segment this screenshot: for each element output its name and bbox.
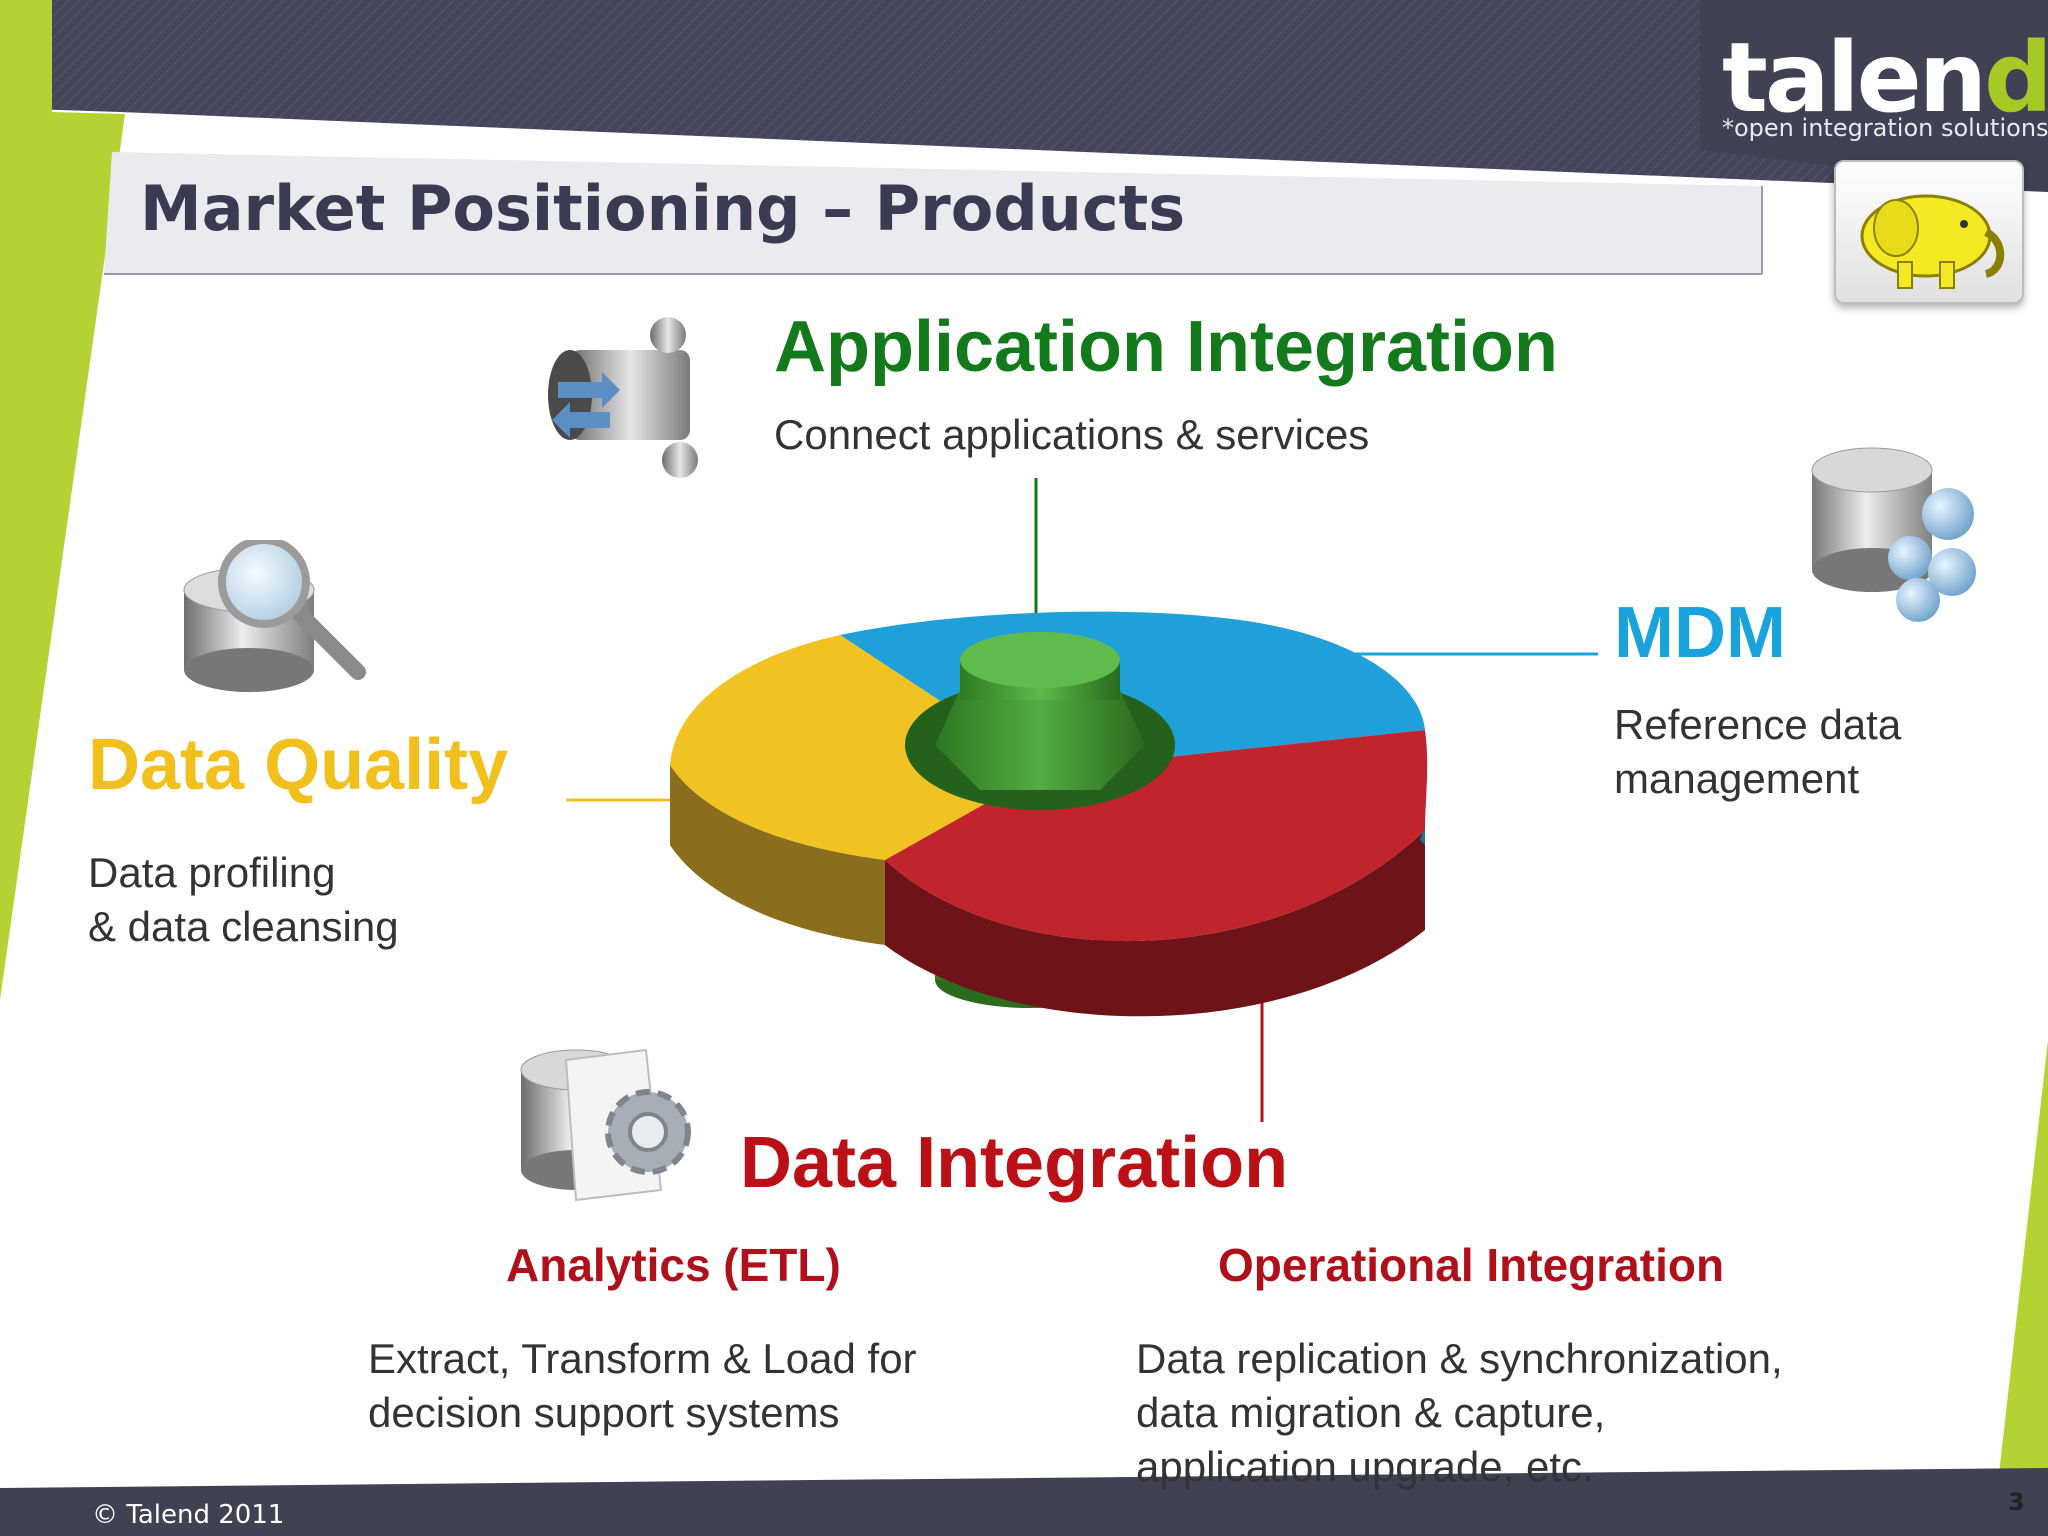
talend-logo: talend* bbox=[1722, 22, 2048, 134]
hadoop-elephant-icon bbox=[1834, 160, 2024, 304]
puzzle-cylinder-icon bbox=[548, 317, 698, 478]
header-band-solid bbox=[1700, 0, 2048, 192]
data-quality-title: Data Quality bbox=[88, 725, 509, 805]
mdm-title: MDM bbox=[1614, 593, 1786, 673]
operational-description-line-1: Data replication & synchronization, bbox=[1136, 1335, 1783, 1382]
data-quality-slice bbox=[670, 635, 1045, 860]
copyright-footer: © Talend 2011 bbox=[92, 1500, 285, 1530]
red-side-wall bbox=[885, 830, 1425, 1017]
right-accent-stripe bbox=[1992, 1040, 2048, 1536]
product-pie-chart bbox=[670, 611, 1428, 1017]
header-band bbox=[0, 0, 2048, 192]
data-integration-title: Data Integration bbox=[740, 1123, 1289, 1203]
database-bubbles-icon bbox=[1811, 447, 1976, 622]
title-bar bbox=[104, 152, 1762, 274]
analytics-etl-title: Analytics (ETL) bbox=[506, 1239, 841, 1291]
database-gear-icon bbox=[520, 1048, 691, 1202]
operational-description-line-2: data migration & capture, bbox=[1136, 1389, 1606, 1436]
logo-accent-letter: d bbox=[1984, 22, 2048, 134]
analytics-description-line-1: Extract, Transform & Load for bbox=[368, 1335, 917, 1382]
app-integration-description: Connect applications & services bbox=[774, 411, 1370, 458]
mdm-description-line-2: management bbox=[1614, 755, 1860, 802]
operational-description-line-3: application upgrade, etc. bbox=[1136, 1443, 1594, 1490]
app-integration-title: Application Integration bbox=[774, 307, 1558, 387]
data-quality-description-line-1: Data profiling bbox=[88, 849, 336, 896]
page-title: Market Positioning – Products bbox=[140, 172, 1186, 245]
analytics-description-line-2: decision support systems bbox=[368, 1389, 840, 1436]
database-magnifier-icon bbox=[183, 540, 366, 692]
logo-tagline: *open integration solutions bbox=[1722, 114, 2048, 142]
data-quality-description-line-2: & data cleansing bbox=[88, 903, 399, 950]
yellow-side-wall bbox=[670, 765, 885, 945]
data-integration-slice bbox=[885, 730, 1428, 942]
hub-top bbox=[960, 632, 1120, 688]
logo-wordmark: talen bbox=[1722, 22, 1987, 134]
operational-integration-title: Operational Integration bbox=[1218, 1239, 1725, 1291]
page-number: 3 bbox=[2008, 1488, 2025, 1516]
mdm-description-line-1: Reference data bbox=[1614, 701, 1902, 748]
left-accent-stripe bbox=[0, 0, 125, 1000]
footer-band bbox=[0, 1468, 2048, 1536]
